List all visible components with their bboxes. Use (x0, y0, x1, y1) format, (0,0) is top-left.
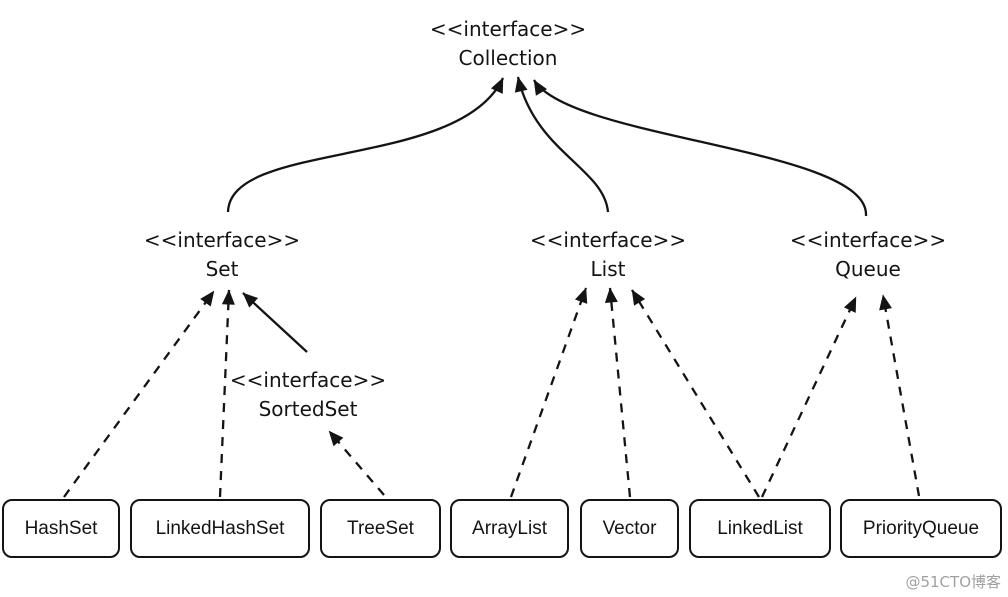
edge-vector-to-list (604, 287, 632, 498)
set-name: Set (205, 257, 239, 281)
edge-treeset-to-sortedset (328, 430, 385, 496)
class-box-arraylist: ArrayList (450, 499, 569, 558)
class-label: Vector (602, 517, 657, 539)
node-set: <<interface>> Set (112, 226, 332, 284)
sortedset-stereotype: <<interface>> (229, 368, 387, 392)
class-label: PriorityQueue (862, 517, 980, 539)
edge-linkedlist-to-queue (760, 296, 858, 498)
class-box-vector: Vector (580, 499, 679, 558)
edge-queue-to-collection (533, 79, 868, 217)
class-label: LinkedList (717, 517, 803, 539)
collection-stereotype: <<interface>> (429, 17, 587, 41)
queue-stereotype: <<interface>> (789, 228, 947, 252)
class-box-hashset: HashSet (2, 499, 120, 558)
node-list: <<interface>> List (498, 226, 718, 284)
edge-set-to-collection (226, 77, 505, 213)
edge-arraylist-to-list (509, 287, 588, 498)
list-stereotype: <<interface>> (529, 228, 687, 252)
node-sortedset: <<interface>> SortedSet (198, 366, 418, 424)
edge-linkedlist-to-list (631, 289, 760, 498)
watermark: @51CTO博客 (905, 573, 1001, 591)
node-queue: <<interface>> Queue (758, 226, 978, 284)
queue-name: Queue (835, 257, 901, 281)
class-box-priorityqueue: PriorityQueue (840, 499, 1002, 558)
edge-sortedset-to-set (242, 292, 308, 353)
list-name: List (590, 257, 626, 281)
edge-linkedhashset-to-set (218, 289, 235, 498)
class-label: ArrayList (472, 517, 547, 539)
node-collection: <<interface>> Collection (398, 15, 618, 73)
collection-name: Collection (458, 46, 558, 70)
sortedset-name: SortedSet (258, 397, 358, 421)
class-box-linkedhashset: LinkedHashSet (130, 499, 310, 558)
class-label: HashSet (24, 517, 98, 539)
class-label: TreeSet (347, 517, 414, 539)
class-box-linkedlist: LinkedList (689, 499, 831, 558)
edge-hashset-to-set (63, 290, 215, 498)
edge-priorityqueue-to-queue (879, 294, 921, 497)
class-box-treeset: TreeSet (320, 499, 441, 558)
class-label: LinkedHashSet (155, 517, 285, 539)
set-stereotype: <<interface>> (143, 228, 301, 252)
edge-list-to-collection (514, 76, 610, 213)
